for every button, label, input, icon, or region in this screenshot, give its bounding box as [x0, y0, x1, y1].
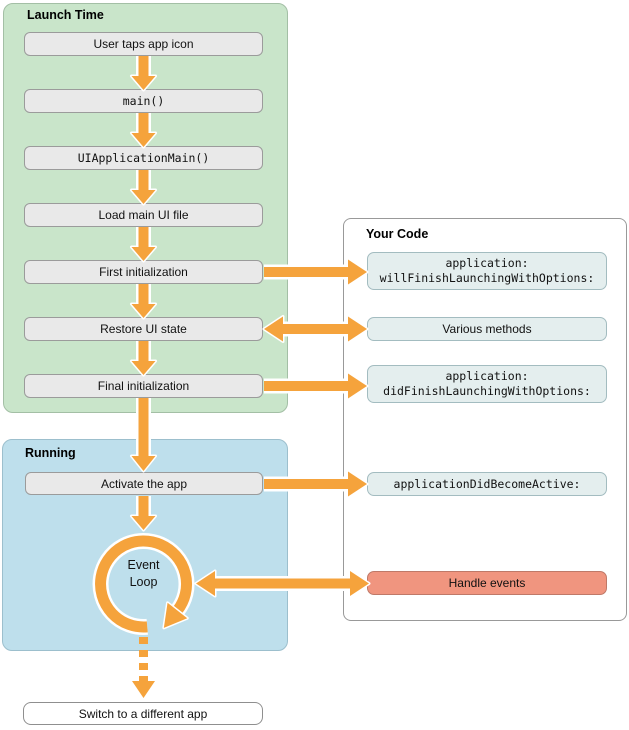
step-activate-the-app: Activate the app: [25, 472, 263, 495]
step-first-initialization: First initialization: [24, 260, 263, 284]
running-panel: [2, 439, 288, 651]
code-line: Handle events: [448, 575, 526, 590]
step-uiapplicationmain: UIApplicationMain(): [24, 146, 263, 170]
code-box-did-finish-launching: application: didFinishLaunchingWithOptio…: [367, 365, 607, 403]
code-box-various-methods: Various methods: [367, 317, 607, 341]
code-line: application:: [445, 369, 529, 383]
step-main: main(): [24, 89, 263, 113]
code-box-will-finish-launching: application: willFinishLaunchingWithOpti…: [367, 252, 607, 290]
event-loop-line2: Loop: [129, 575, 158, 589]
launch-time-title: Launch Time: [27, 8, 104, 22]
code-box-handle-events: Handle events: [367, 571, 607, 595]
switch-app-box: Switch to a different app: [23, 702, 263, 725]
code-line: application:: [445, 256, 529, 270]
code-box-application-did-become-active: applicationDidBecomeActive:: [367, 472, 607, 496]
event-loop-line1: Event: [127, 558, 160, 572]
step-final-initialization: Final initialization: [24, 374, 263, 398]
code-line: Various methods: [442, 321, 532, 336]
your-code-title: Your Code: [366, 227, 429, 241]
code-line: didFinishLaunchingWithOptions:: [383, 384, 591, 398]
code-line: applicationDidBecomeActive:: [393, 476, 581, 491]
step-load-main-ui-file: Load main UI file: [24, 203, 263, 227]
running-title: Running: [25, 446, 76, 460]
code-line: willFinishLaunchingWithOptions:: [379, 271, 595, 285]
step-user-taps-app-icon: User taps app icon: [24, 32, 263, 56]
step-restore-ui-state: Restore UI state: [24, 317, 263, 341]
event-loop-label: Event Loop: [103, 557, 184, 591]
